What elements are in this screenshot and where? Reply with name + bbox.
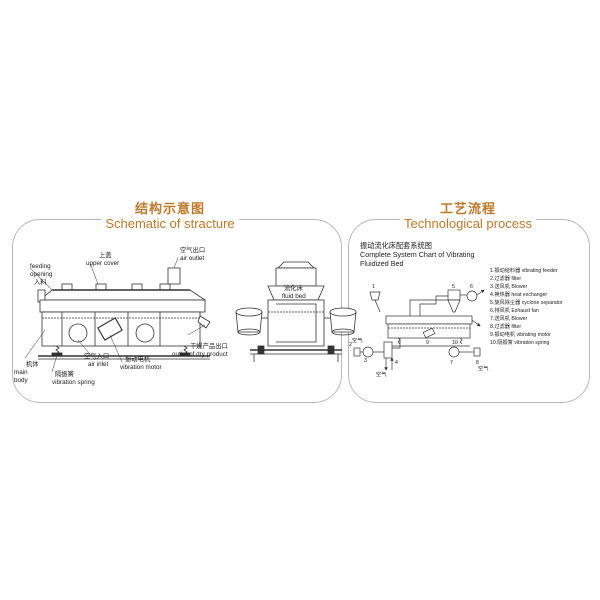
label-fluid-bed-en: fluid bed — [282, 293, 306, 300]
label-body-en: main — [14, 369, 28, 376]
legend-item: 9.振动电机 vibrating motor — [490, 330, 551, 338]
label-dry-outlet-zh: 干燥产品出口 — [190, 341, 228, 350]
process-legend: 1.振动给料器 vibrating feeder 2.过滤器 filter 3.… — [490, 266, 563, 346]
process-panel — [348, 219, 590, 403]
num-2: 2 — [349, 342, 352, 348]
num-8: 8 — [476, 360, 479, 366]
label-body-zh: 机体 — [26, 359, 39, 368]
process-title-en: Technological process — [400, 216, 536, 231]
process-flow-diagram — [353, 289, 485, 371]
label-air-1: 空气 — [352, 336, 362, 344]
label-air-inlet-zh: 空气入口 — [84, 351, 109, 360]
label-upper-cover-en: upper cover — [86, 260, 119, 267]
label-dry-outlet-en: outlet of dry product — [172, 351, 228, 358]
label-body-en2: body — [14, 377, 29, 384]
dryer-end-view — [235, 261, 357, 362]
num-9: 9 — [426, 340, 429, 346]
num-1: 1 — [372, 284, 375, 290]
num-10: 10 — [452, 340, 458, 346]
num-7: 7 — [450, 360, 453, 366]
chart-title-en2: Fluidized Bed — [360, 259, 404, 268]
schematic-heading: 结构示意图 Schematic of stracture — [80, 201, 260, 231]
dryer-side-view — [37, 267, 211, 360]
schematic-title-zh: 结构示意图 — [130, 201, 209, 216]
legend-item: 3.送风机 Blower — [490, 282, 527, 290]
chart-title-zh: 振动流化床配套系统图 — [360, 241, 432, 250]
legend-item: 5.旋风除尘器 cyclone separator — [490, 298, 563, 306]
label-air-2: 空气 — [376, 370, 386, 378]
num-6: 6 — [470, 284, 473, 290]
legend-item: 6.排风机 Exhaust fan — [490, 306, 539, 314]
label-air-outlet-en: air outlet — [180, 255, 204, 262]
legend-item: 2.过滤器 filter — [490, 274, 521, 282]
process-title-zh: 工艺流程 — [435, 201, 500, 216]
label-spring-zh: 隔振簧 — [55, 369, 74, 378]
label-air-outlet-zh: 空气出口 — [180, 245, 205, 254]
num-4: 4 — [395, 360, 398, 366]
label-feeding-en: feeding — [30, 263, 51, 270]
legend-item: 1.振动给料器 vibrating feeder — [490, 266, 558, 274]
label-spring-en: vibration spring — [52, 379, 95, 386]
label-fluid-bed-zh: 流化床 — [284, 283, 304, 292]
process-heading: 工艺流程 Technological process — [370, 201, 566, 231]
legend-item: 4.换热器 heat exchanger — [490, 290, 547, 298]
label-air-inlet-en: air inlet — [88, 361, 109, 368]
label-feeding-en2: opening — [30, 271, 53, 278]
chart-title-en: Complete System Chart of Vibrating — [360, 250, 475, 259]
label-feeding-zh: 入料 — [34, 277, 47, 286]
schematic-leader-lines — [24, 257, 206, 373]
num-3: 3 — [364, 358, 367, 364]
label-air-3: 空气 — [478, 364, 488, 372]
label-motor-en: vibration motor — [120, 364, 162, 371]
schematic-title-en: Schematic of stracture — [101, 216, 239, 231]
legend-item: 7.送风机 Blower — [490, 314, 527, 322]
legend-item: 8.过滤器 filter — [490, 322, 521, 330]
legend-item: 10.隔振簧 vibration spring — [490, 338, 550, 346]
label-motor-zh: 振动电机 — [125, 354, 151, 363]
num-5: 5 — [452, 284, 455, 290]
label-upper-cover-zh: 上盖 — [99, 250, 112, 259]
